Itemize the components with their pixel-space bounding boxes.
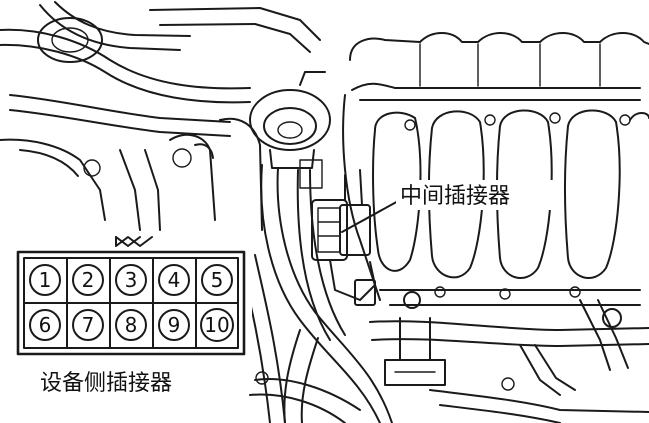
lower-harness: [255, 291, 649, 423]
pin-1-label: 1: [39, 268, 52, 292]
intermediate-connector-body: [299, 159, 376, 306]
central-hoses: [239, 164, 393, 423]
pin-3-label: 3: [125, 268, 138, 292]
pin-numbers: 1 2 3 4 5 6 7 8 9 10: [39, 268, 230, 337]
intake-manifold: [342, 32, 649, 306]
pin-9-label: 9: [168, 313, 181, 337]
pin-7-label: 7: [82, 313, 95, 337]
pin-6-label: 6: [39, 313, 52, 337]
upper-left-hoses: [0, 1, 321, 231]
equipment-side-connector-face: 1 2 3 4 5 6 7 8 9 10: [12, 236, 252, 361]
equipment-side-connector-label: 设备侧插接器: [40, 371, 172, 396]
pin-8-label: 8: [125, 313, 138, 337]
pin-10-label: 10: [204, 313, 229, 337]
pin-5-label: 5: [211, 268, 224, 292]
pin-2-label: 2: [82, 268, 95, 292]
pin-4-label: 4: [168, 268, 181, 292]
intermediate-connector-label: 中间插接器: [400, 184, 510, 209]
intermediate-connector-leader-line: [341, 199, 401, 233]
pin-circles: [29, 264, 234, 342]
canister: [249, 71, 331, 169]
